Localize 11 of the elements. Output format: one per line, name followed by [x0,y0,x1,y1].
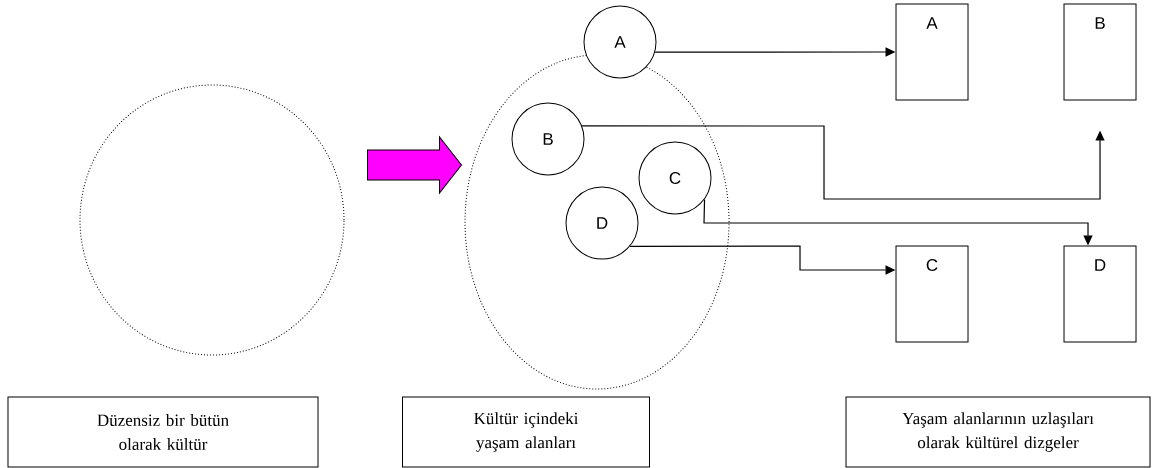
letter-box: B [1063,3,1137,101]
caption-box: Kültür içindeki yaşam alanları [402,396,650,468]
arrow [581,125,1105,200]
letter-box: C [895,245,969,343]
dotted-ellipse [79,84,345,356]
caption-box: Düzensiz bir bütün olarak kültür [7,396,319,468]
block-arrow [367,136,462,194]
letter-box: D [1063,245,1137,343]
dotted-ellipse [464,54,730,390]
letter-box: A [895,3,969,101]
caption-box: Yaşam alanlarının uzlaşıları olarak kültürel dizgeler [845,396,1151,468]
